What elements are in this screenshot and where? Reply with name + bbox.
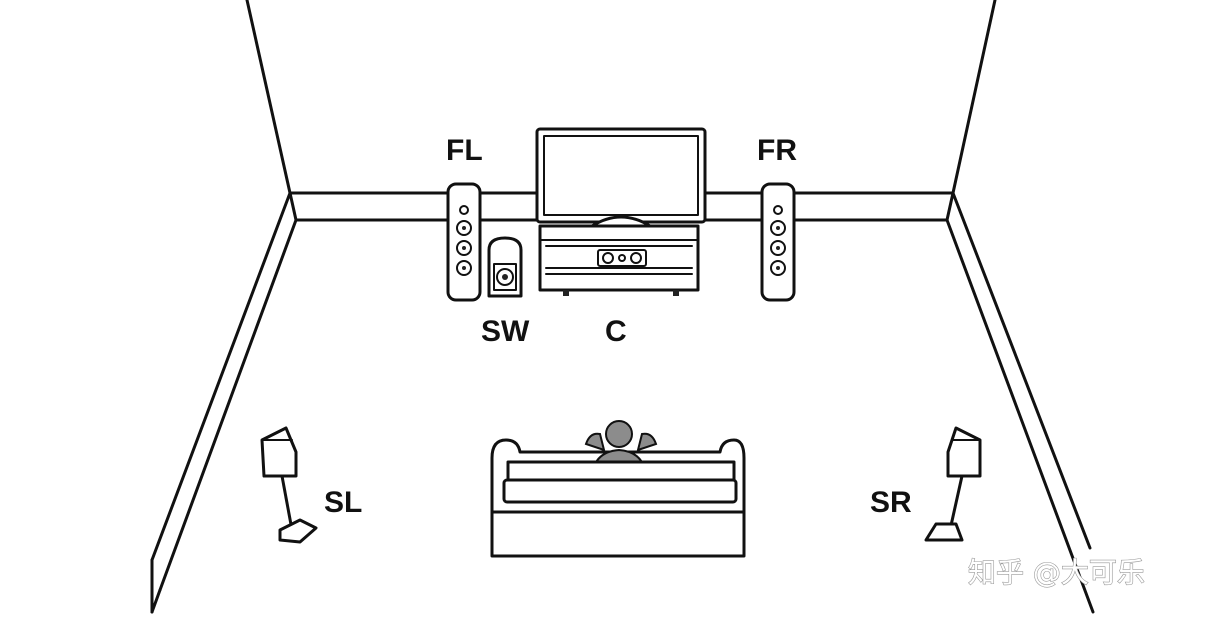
- label-fr: FR: [757, 134, 797, 167]
- front-left-speaker: [446, 182, 482, 302]
- watermark-text: 知乎 @大可乐: [968, 556, 1145, 589]
- surround-left-speaker: [260, 426, 318, 544]
- label-sr: SR: [870, 486, 912, 519]
- surround-right-speaker: [924, 426, 982, 542]
- front-right-speaker: [760, 182, 796, 302]
- tv-and-stand: [535, 127, 707, 296]
- label-fl: FL: [446, 134, 483, 167]
- label-sl: SL: [324, 486, 362, 519]
- center-speaker: [597, 249, 647, 267]
- label-c: C: [605, 315, 627, 348]
- subwoofer-speaker: [487, 236, 523, 298]
- sofa-with-listener: [490, 420, 746, 558]
- label-sw: SW: [481, 315, 530, 348]
